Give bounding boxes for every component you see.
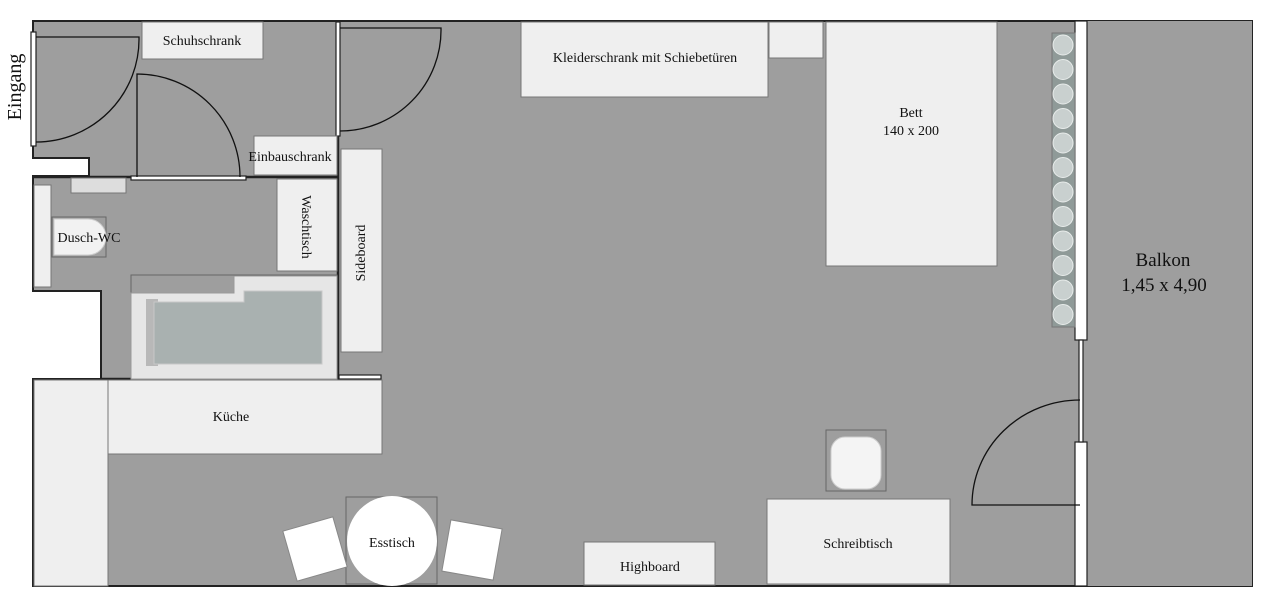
radiator-fin — [1052, 132, 1074, 154]
desk — [766, 498, 951, 585]
entrance-label: Eingang — [4, 54, 26, 121]
room-door-swing[interactable] — [339, 27, 442, 132]
shoe-cabinet-label: Schuhschrank — [163, 34, 242, 49]
toilet-icon — [53, 218, 107, 256]
kitchen-counter-left — [33, 379, 109, 587]
balcony-window-lower — [1074, 441, 1088, 587]
wardrobe — [520, 21, 769, 98]
radiator-fin — [1052, 34, 1074, 56]
radiator-fin — [1052, 279, 1074, 301]
balcony-window-upper — [1074, 20, 1088, 341]
desk-label: Schreibtisch — [823, 537, 892, 552]
radiator-fin — [1052, 59, 1074, 80]
balcony-size-label: 1,45 x 4,90 — [1121, 275, 1207, 296]
balcony-door-swing[interactable] — [971, 399, 1081, 506]
shower-wc-label: Dusch-WC — [58, 231, 121, 246]
highboard — [583, 541, 716, 586]
dining-chair-left — [282, 516, 348, 582]
bed — [825, 21, 998, 267]
entrance-door-swing[interactable] — [35, 36, 140, 143]
balcony-door-leaf — [1078, 339, 1084, 443]
radiator — [1051, 32, 1076, 328]
highboard-label: Highboard — [620, 560, 680, 575]
radiator-fin — [1052, 108, 1074, 129]
wardrobe-label: Kleiderschrank mit Schiebetüren — [553, 51, 737, 66]
sideboard-label: Sideboard — [354, 225, 369, 282]
bath-door-swing[interactable] — [136, 73, 241, 178]
washbasin — [276, 178, 338, 272]
radiator-fin — [1052, 83, 1074, 105]
radiator-fin — [1052, 157, 1074, 178]
wall-stub — [338, 374, 382, 380]
small-sink — [70, 177, 127, 194]
bed-label: Bett — [899, 106, 922, 121]
kitchen-label: Küche — [213, 410, 250, 425]
radiator-fin — [1052, 255, 1074, 276]
shower-strip — [33, 184, 52, 288]
bathtub — [130, 274, 338, 380]
radiator-fin — [1052, 181, 1074, 203]
entrance-door-frame — [30, 31, 37, 147]
kitchen-counter — [107, 379, 383, 455]
radiator-fin — [1052, 206, 1074, 227]
shoe-cabinet — [141, 21, 264, 60]
bed-size-label: 140 x 200 — [883, 124, 939, 139]
balcony-area — [1087, 21, 1252, 586]
dining-table-label: Esstisch — [369, 536, 415, 551]
room-door-frame — [335, 21, 341, 137]
built-in-cabinet-label: Einbauschrank — [248, 150, 331, 165]
radiator-fin — [1052, 304, 1074, 325]
balcony-label: Balkon — [1136, 250, 1191, 271]
dining-table — [347, 496, 437, 586]
washbasin-label: Waschtisch — [298, 195, 313, 258]
built-in-cabinet — [253, 135, 338, 176]
small-cabinet — [768, 21, 824, 59]
dining-chair-right — [441, 519, 503, 581]
desk-chair — [830, 436, 882, 490]
bath-door-frame — [130, 175, 247, 181]
radiator-fin — [1052, 230, 1074, 252]
sideboard — [340, 148, 383, 353]
